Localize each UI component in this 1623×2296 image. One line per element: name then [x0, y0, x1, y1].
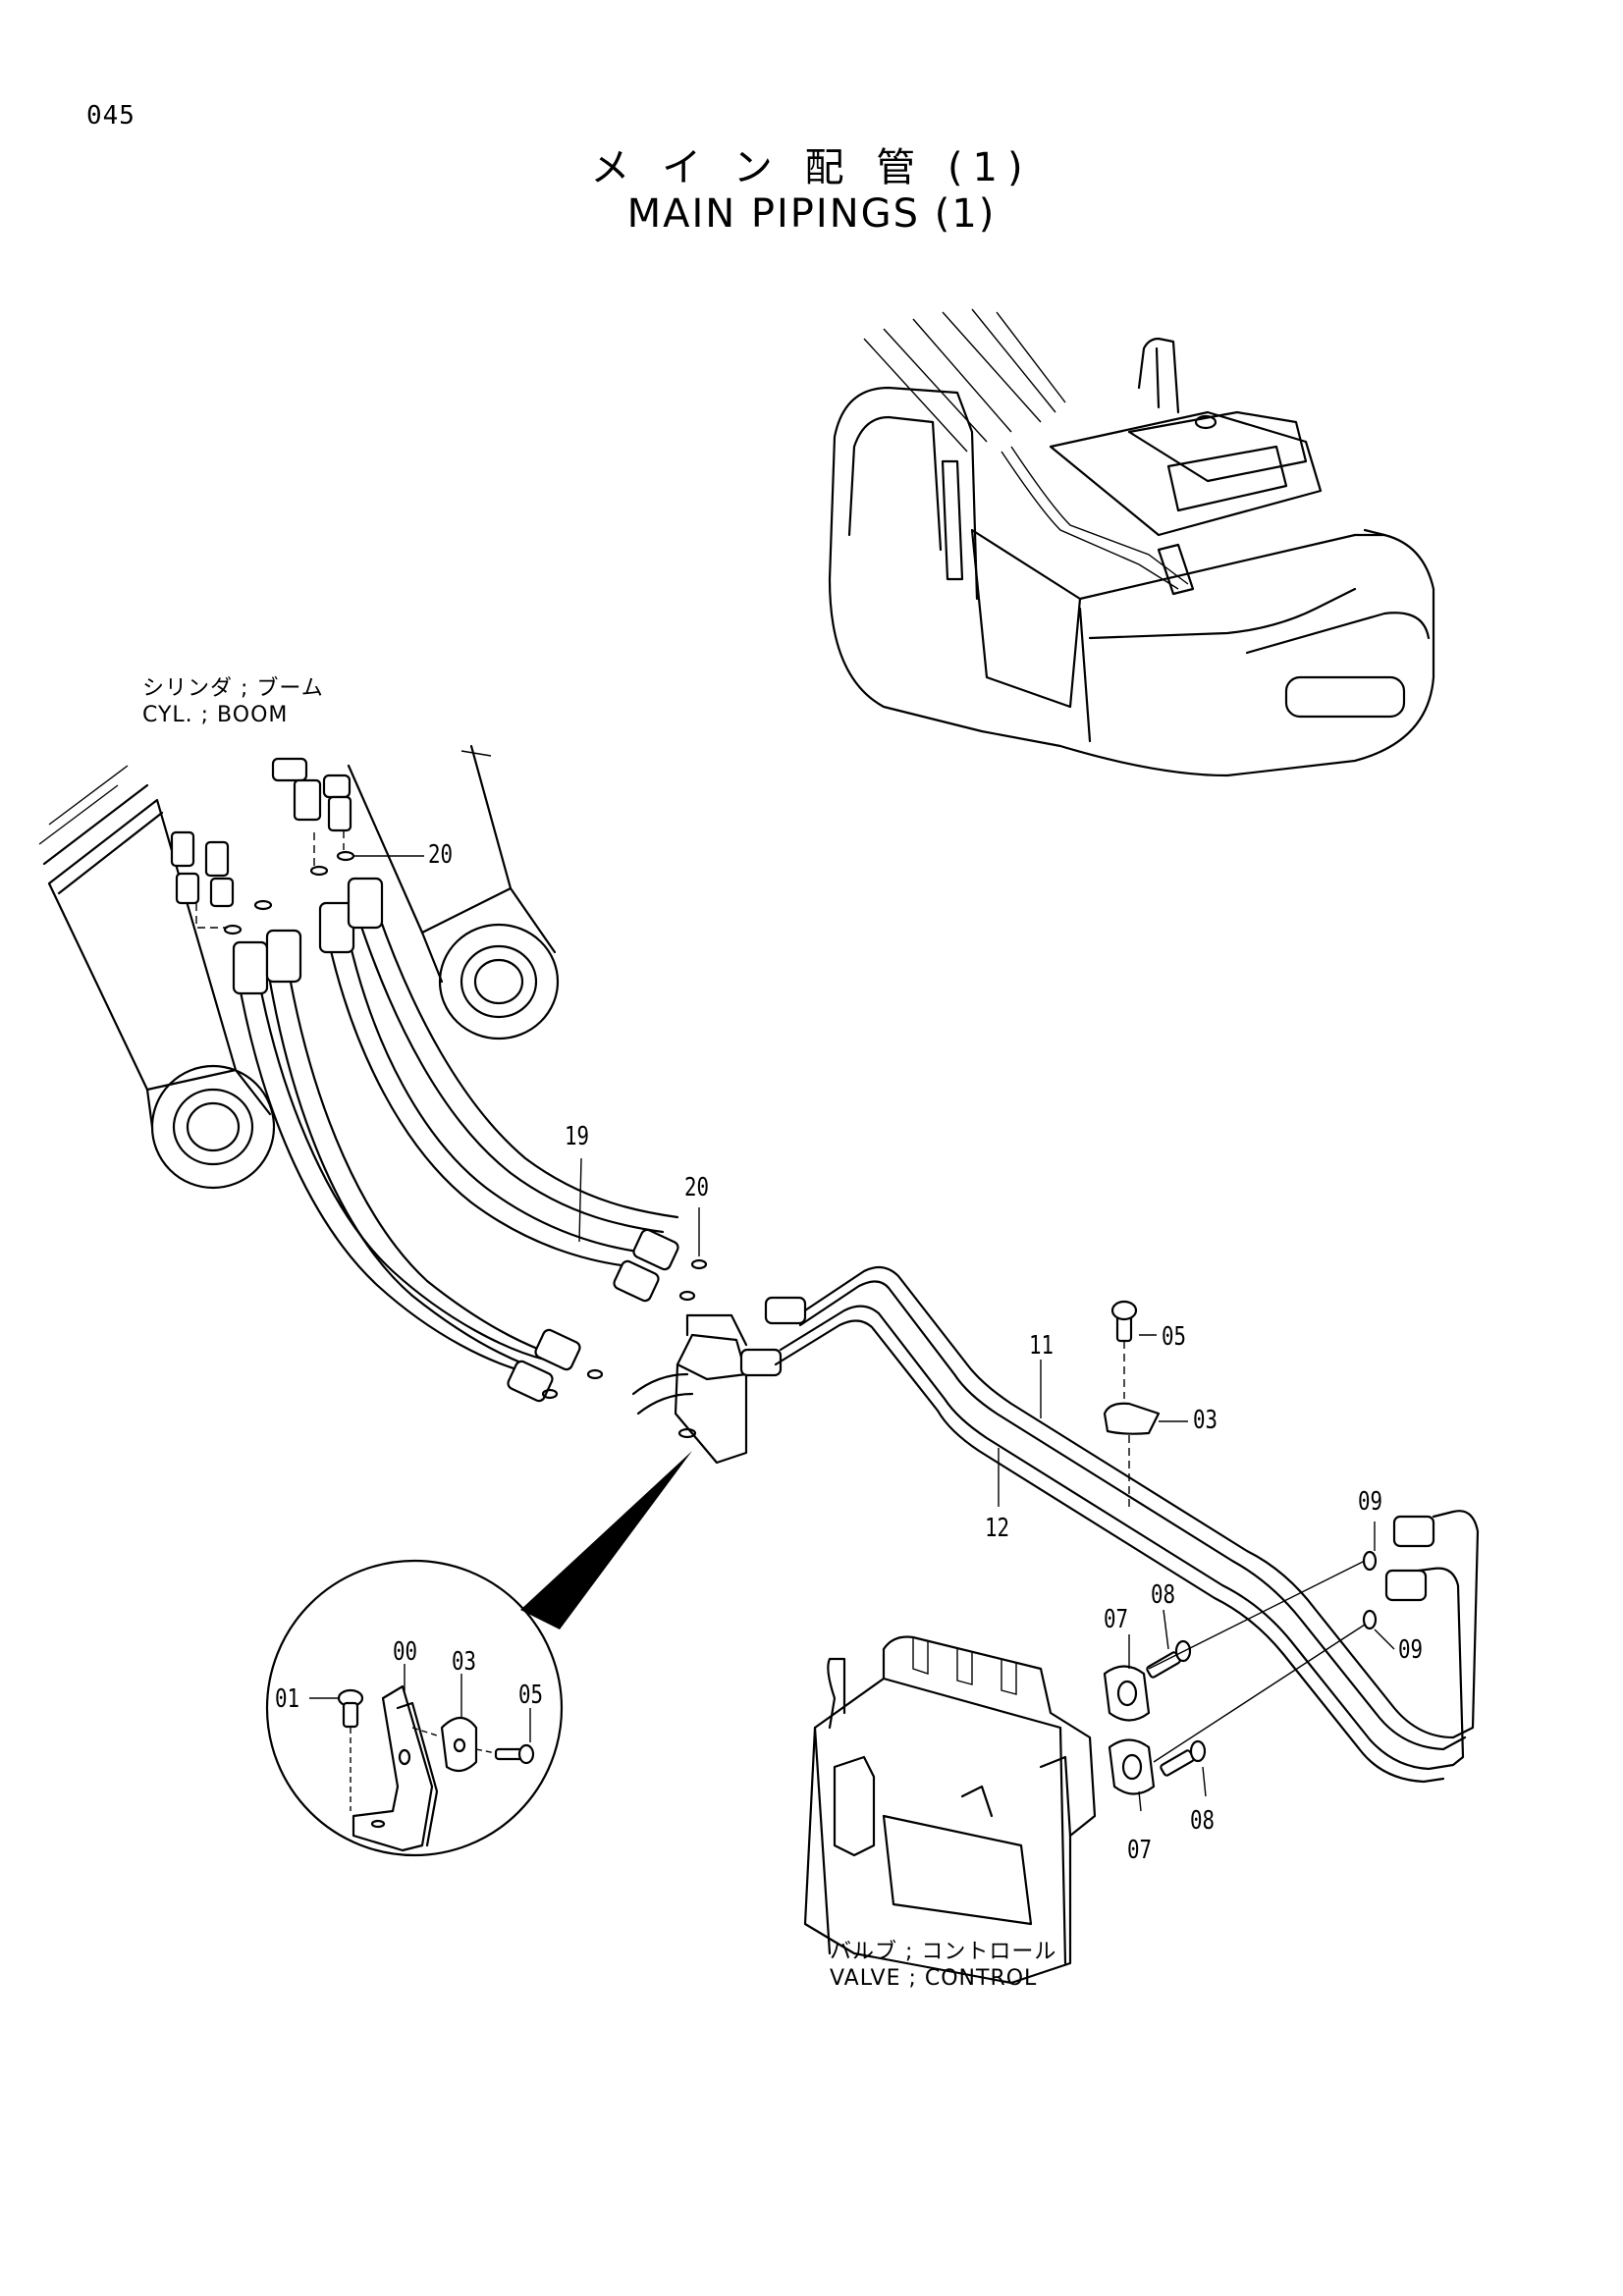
manifold-block [631, 1296, 807, 1465]
main-pipes [774, 1265, 1480, 1784]
callout-12: 12 [985, 1514, 1010, 1543]
callout-01-detail: 01 [275, 1684, 300, 1714]
pipe-clamp [1103, 1300, 1161, 1507]
boom-cylinders [38, 744, 560, 1190]
callout-05-detail: 05 [518, 1681, 544, 1710]
callout-08-upper: 08 [1151, 1580, 1176, 1610]
control-valve [803, 1560, 1366, 1985]
leader-lines [309, 855, 1395, 1812]
detail-view [265, 1451, 692, 1857]
callout-09-lower: 09 [1398, 1635, 1424, 1665]
page-title-en: MAIN PIPINGS (1) [626, 191, 997, 237]
callout-00-detail: 00 [393, 1637, 418, 1667]
excavator-overview [828, 308, 1435, 777]
callout-08-lower: 08 [1190, 1806, 1216, 1836]
callout-09-upper: 09 [1358, 1487, 1383, 1517]
cylinder-fittings [170, 757, 355, 935]
callout-03-main: 03 [1193, 1406, 1218, 1435]
page-title-jp: メ イ ン 配 管 (1) [590, 145, 1033, 190]
callout-03-detail: 03 [452, 1647, 477, 1677]
callout-19: 19 [565, 1122, 590, 1151]
callout-20-top: 20 [428, 840, 454, 870]
page-number: 045 [86, 101, 135, 131]
callout-20-mid: 20 [684, 1173, 710, 1202]
control-valve-label-jp: バルブ ; コントロール [830, 1940, 1057, 1964]
control-valve-label-en: VALVE ; CONTROL [830, 1966, 1038, 1991]
boom-cylinder-label-jp: シリンダ ; ブーム [142, 676, 324, 701]
callout-07-lower: 07 [1127, 1836, 1153, 1865]
callout-11: 11 [1029, 1331, 1055, 1361]
hoses [232, 877, 708, 1403]
callout-07-upper: 07 [1104, 1605, 1129, 1634]
callout-05-main: 05 [1162, 1322, 1187, 1352]
boom-cylinder-label-en: CYL. ; BOOM [142, 703, 289, 727]
